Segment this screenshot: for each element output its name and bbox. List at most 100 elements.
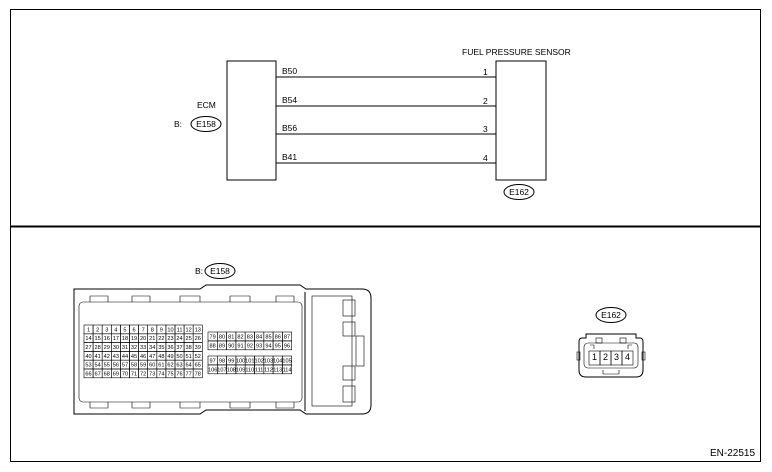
pin-number: 49	[167, 354, 173, 360]
ecm-connector-code: E158	[196, 119, 216, 129]
pin-number: 92	[247, 343, 253, 349]
pin-number: 27	[85, 345, 91, 351]
pin-number: 90	[228, 343, 234, 349]
pin-number: 111	[255, 367, 264, 373]
pin-cell	[192, 368, 203, 379]
wire-ecm-pin: B50	[282, 66, 297, 76]
pin-number: 73	[149, 371, 155, 377]
pin-number: 91	[237, 343, 243, 349]
pin-number: 96	[284, 343, 290, 349]
pin-number: 6	[132, 327, 135, 333]
sensor-connector-badge	[503, 184, 535, 200]
pin-number: 22	[158, 336, 164, 342]
pin-number: 95	[275, 343, 281, 349]
sensor-view-badge	[595, 307, 627, 323]
pin-number: 114	[283, 367, 292, 373]
pin-number: 52	[195, 354, 201, 360]
pin-number: 28	[95, 345, 101, 351]
pin-cell	[621, 350, 634, 366]
pin-number: 100	[236, 358, 245, 364]
sensor-connector-face	[576, 333, 646, 378]
pin-number: 106	[208, 367, 217, 373]
pin-number: 4	[625, 352, 630, 362]
pin-number: 11	[177, 327, 183, 333]
pin-number: 93	[256, 343, 262, 349]
pin-number: 40	[85, 354, 91, 360]
figure-code: EN-22515	[710, 448, 755, 459]
pin-number: 105	[282, 358, 291, 364]
pin-number: 45	[131, 354, 137, 360]
ecm-connector-badge	[190, 116, 222, 132]
pin-number: 85	[265, 334, 271, 340]
pin-number: 99	[228, 358, 234, 364]
pin-number: 59	[140, 363, 146, 369]
wire-ecm-pin: B56	[282, 123, 297, 133]
pin-number: 54	[95, 363, 101, 369]
pin-number: 110	[245, 367, 254, 373]
pin-number: 98	[219, 358, 225, 364]
pin-number: 44	[122, 354, 128, 360]
pin-number: 2	[96, 327, 99, 333]
pin-number: 113	[273, 367, 282, 373]
pin-number: 10	[167, 327, 173, 333]
pin-number: 46	[140, 354, 146, 360]
pin-number: 43	[113, 354, 119, 360]
pin-number: 53	[85, 363, 91, 369]
pin-number: 36	[167, 345, 173, 351]
pin-number: 33	[140, 345, 146, 351]
ecm-label: ECM	[197, 100, 216, 110]
ecm-box	[226, 60, 277, 181]
pin-number: 79	[210, 334, 216, 340]
pin-number: 107	[217, 367, 226, 373]
wire-sensor-pin: 3	[483, 124, 488, 134]
pin-number: 103	[264, 358, 273, 364]
pin-number: 23	[167, 336, 173, 342]
pin-number: 87	[284, 334, 290, 340]
pin-number: 104	[273, 358, 282, 364]
pin-number: 109	[236, 367, 245, 373]
pin-number: 16	[104, 336, 110, 342]
pin-number: 57	[122, 363, 128, 369]
pin-number: 86	[275, 334, 281, 340]
pin-cell	[282, 364, 292, 375]
sensor-view-code: E162	[601, 310, 621, 320]
pin-number: 47	[149, 354, 155, 360]
pin-number: 63	[176, 363, 182, 369]
sensor-label: FUEL PRESSURE SENSOR	[462, 47, 571, 57]
pin-number: 38	[186, 345, 192, 351]
ecm-connector-face	[73, 284, 372, 415]
pin-number: 97	[210, 358, 216, 364]
pin-number: 80	[219, 334, 225, 340]
pin-number: 31	[122, 345, 128, 351]
pin-number: 3	[614, 352, 619, 362]
sensor-connector-code: E162	[509, 187, 529, 197]
pin-number: 8	[151, 327, 154, 333]
pin-number: 5	[123, 327, 126, 333]
pin-number: 13	[195, 327, 201, 333]
pin-number: 51	[186, 354, 192, 360]
pin-number: 71	[131, 371, 137, 377]
pin-number: 19	[131, 336, 137, 342]
pin-number: 32	[131, 345, 137, 351]
pin-number: 75	[167, 371, 173, 377]
pin-cell	[282, 340, 292, 351]
pin-number: 56	[113, 363, 119, 369]
pin-number: 18	[122, 336, 128, 342]
pin-number: 62	[167, 363, 173, 369]
pin-number: 14	[85, 336, 91, 342]
pin-number: 84	[256, 334, 262, 340]
wire-ecm-pin: B41	[282, 152, 297, 162]
pin-number: 2	[603, 352, 608, 362]
pin-number: 30	[113, 345, 119, 351]
pin-number: 3	[105, 327, 108, 333]
pin-number: 7	[142, 327, 145, 333]
wire-sensor-pin: 2	[483, 96, 488, 106]
pin-number: 74	[158, 371, 164, 377]
pin-number: 76	[176, 371, 182, 377]
pin-number: 9	[160, 327, 163, 333]
pin-number: 12	[186, 327, 192, 333]
pin-number: 20	[140, 336, 146, 342]
